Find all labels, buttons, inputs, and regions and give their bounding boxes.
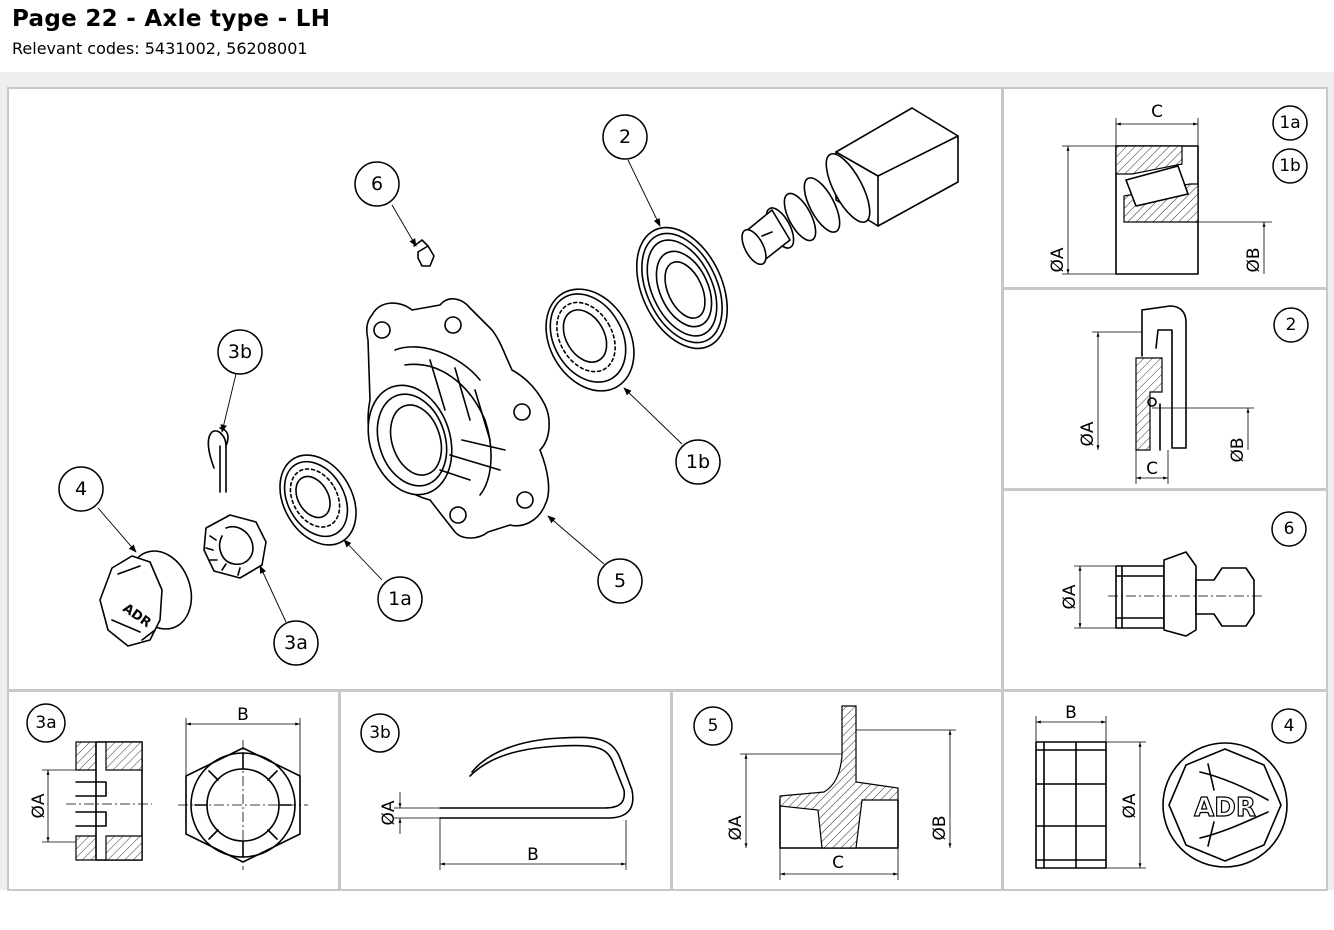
detail-bubble-1a: 1a — [1279, 113, 1300, 133]
detail-dust-cap: ADR B ØA 4 — [1035, 703, 1307, 869]
cap-logo-text: ADR — [1194, 793, 1256, 823]
callout-1b: 1b — [675, 439, 721, 485]
inner-bearing-drawing — [279, 454, 357, 546]
callout-2-label: 2 — [619, 126, 631, 148]
outer-bearing-drawing — [545, 288, 635, 392]
callout-3b: 3b — [217, 329, 263, 375]
callout-5: 5 — [597, 558, 643, 604]
exploded-view: ADR 6 2 3b 1b 4 5 1a 3a — [58, 107, 959, 666]
callout-6-label: 6 — [371, 173, 383, 195]
callout-1a: 1a — [377, 576, 423, 622]
detail-bubble-5: 5 — [708, 716, 719, 736]
dim-label-ob: ØB — [930, 815, 950, 840]
detail-cotter-pin: ØA B 3b — [360, 713, 634, 870]
callout-1a-label: 1a — [388, 588, 412, 610]
detail-bubble-6: 6 — [1284, 519, 1295, 539]
detail-seal: ØA ØB C 2 — [1078, 305, 1309, 484]
callout-2: 2 — [602, 114, 648, 160]
callout-3a: 3a — [273, 620, 319, 666]
relevant-codes: Relevant codes: 5431002, 56208001 — [12, 39, 308, 58]
dim-label-oa: ØA — [1060, 584, 1080, 609]
callout-leaders — [97, 159, 683, 623]
detail-bubble-2: 2 — [1286, 315, 1297, 335]
callout-6: 6 — [354, 161, 400, 207]
dim-label-b: B — [237, 705, 249, 725]
dim-label-c: C — [1146, 459, 1158, 479]
dust-cap-drawing: ADR — [99, 550, 193, 647]
page-title: Page 22 - Axle type - LH — [12, 6, 331, 32]
detail-hub-section: ØA ØB C 5 — [693, 705, 956, 880]
castle-nut-drawing — [203, 514, 267, 579]
dim-label-b: B — [1065, 703, 1077, 723]
callout-1b-label: 1b — [686, 451, 710, 473]
callout-5-label: 5 — [614, 570, 626, 592]
callout-3a-label: 3a — [284, 632, 308, 654]
detail-castle-nut: B ØA 3a — [26, 703, 308, 870]
callout-4-label: 4 — [75, 478, 87, 500]
dim-label-c: C — [1151, 102, 1163, 122]
detail-bubble-3b: 3b — [369, 723, 391, 743]
dim-label-oa: ØA — [1048, 247, 1068, 272]
dim-label-oa: ØA — [29, 793, 49, 818]
dim-label-oa: ØA — [1078, 421, 1098, 446]
callout-4: 4 — [58, 466, 104, 512]
seal-drawing — [635, 226, 729, 350]
detail-bubble-3a: 3a — [35, 713, 56, 733]
detail-grease-nipple: ØA 6 — [1060, 511, 1307, 637]
detail-bearing: C ØA ØB 1a 1b — [1048, 102, 1308, 275]
dim-label-ob: ØB — [1244, 247, 1264, 272]
dim-label-ob: ØB — [1228, 437, 1248, 462]
dim-label-c: C — [832, 853, 844, 873]
hub-drawing — [366, 298, 550, 539]
dim-label-oa: ØA — [379, 800, 399, 825]
detail-bubble-1b: 1b — [1279, 156, 1301, 176]
dim-label-b: B — [527, 845, 539, 865]
detail-bubble-4: 4 — [1284, 716, 1295, 736]
axle-stub-drawing — [741, 107, 959, 266]
dim-label-oa: ØA — [726, 815, 746, 840]
callout-3b-label: 3b — [228, 341, 252, 363]
page-header: Page 22 - Axle type - LH Relevant codes:… — [0, 0, 1334, 72]
dim-label-oa: ØA — [1120, 793, 1140, 818]
grease-nipple-drawing — [413, 239, 435, 267]
